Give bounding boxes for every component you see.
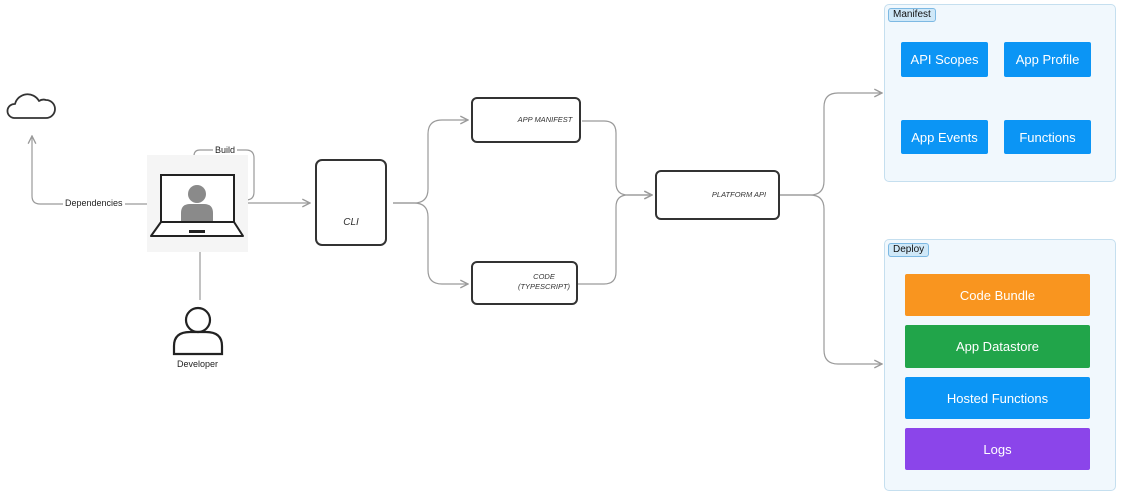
code-label: CODE (TYPESCRIPT): [514, 272, 574, 292]
app-profile-tile[interactable]: App Profile: [1004, 42, 1091, 77]
laptop-user-icon: [147, 155, 248, 252]
build-label: Build: [213, 145, 238, 155]
user-icon: [172, 306, 224, 356]
cli-to-manifest-connector: [393, 120, 468, 204]
platform-api-label: PLATFORM API: [711, 190, 767, 199]
logs-tile[interactable]: Logs: [905, 428, 1090, 470]
cloud-icon: [6, 93, 56, 119]
cli-label: CLI: [343, 217, 359, 228]
manifest-to-api-connector: [582, 120, 652, 195]
manifest-group-title: Manifest: [888, 8, 936, 22]
api-to-manifest-connector: [780, 93, 882, 196]
hosted-functions-tile[interactable]: Hosted Functions: [905, 377, 1090, 419]
app-manifest-node[interactable]: [471, 97, 581, 143]
api-to-deploy-connector: [780, 194, 882, 364]
platform-api-node[interactable]: [655, 170, 780, 220]
cli-to-code-connector: [393, 202, 468, 284]
code-label-line1: CODE: [533, 272, 555, 281]
deploy-group-title: Deploy: [888, 243, 930, 257]
manifest-group: Manifest: [884, 4, 1116, 182]
code-to-api-connector: [578, 195, 652, 285]
cli-node[interactable]: [315, 159, 387, 246]
code-node[interactable]: [471, 261, 578, 305]
api-scopes-tile[interactable]: API Scopes: [901, 42, 988, 77]
code-bundle-tile[interactable]: Code Bundle: [905, 274, 1090, 316]
functions-tile[interactable]: Functions: [1004, 120, 1091, 154]
app-manifest-label: APP MANIFEST: [517, 115, 573, 124]
code-label-line2: (TYPESCRIPT): [517, 282, 571, 291]
dependencies-label: Dependencies: [63, 198, 125, 208]
developer-label: Developer: [177, 359, 219, 369]
app-datastore-tile[interactable]: App Datastore: [905, 325, 1090, 368]
dependencies-connector: [32, 136, 156, 205]
app-events-tile[interactable]: App Events: [901, 120, 988, 154]
build-connector: [194, 149, 255, 201]
